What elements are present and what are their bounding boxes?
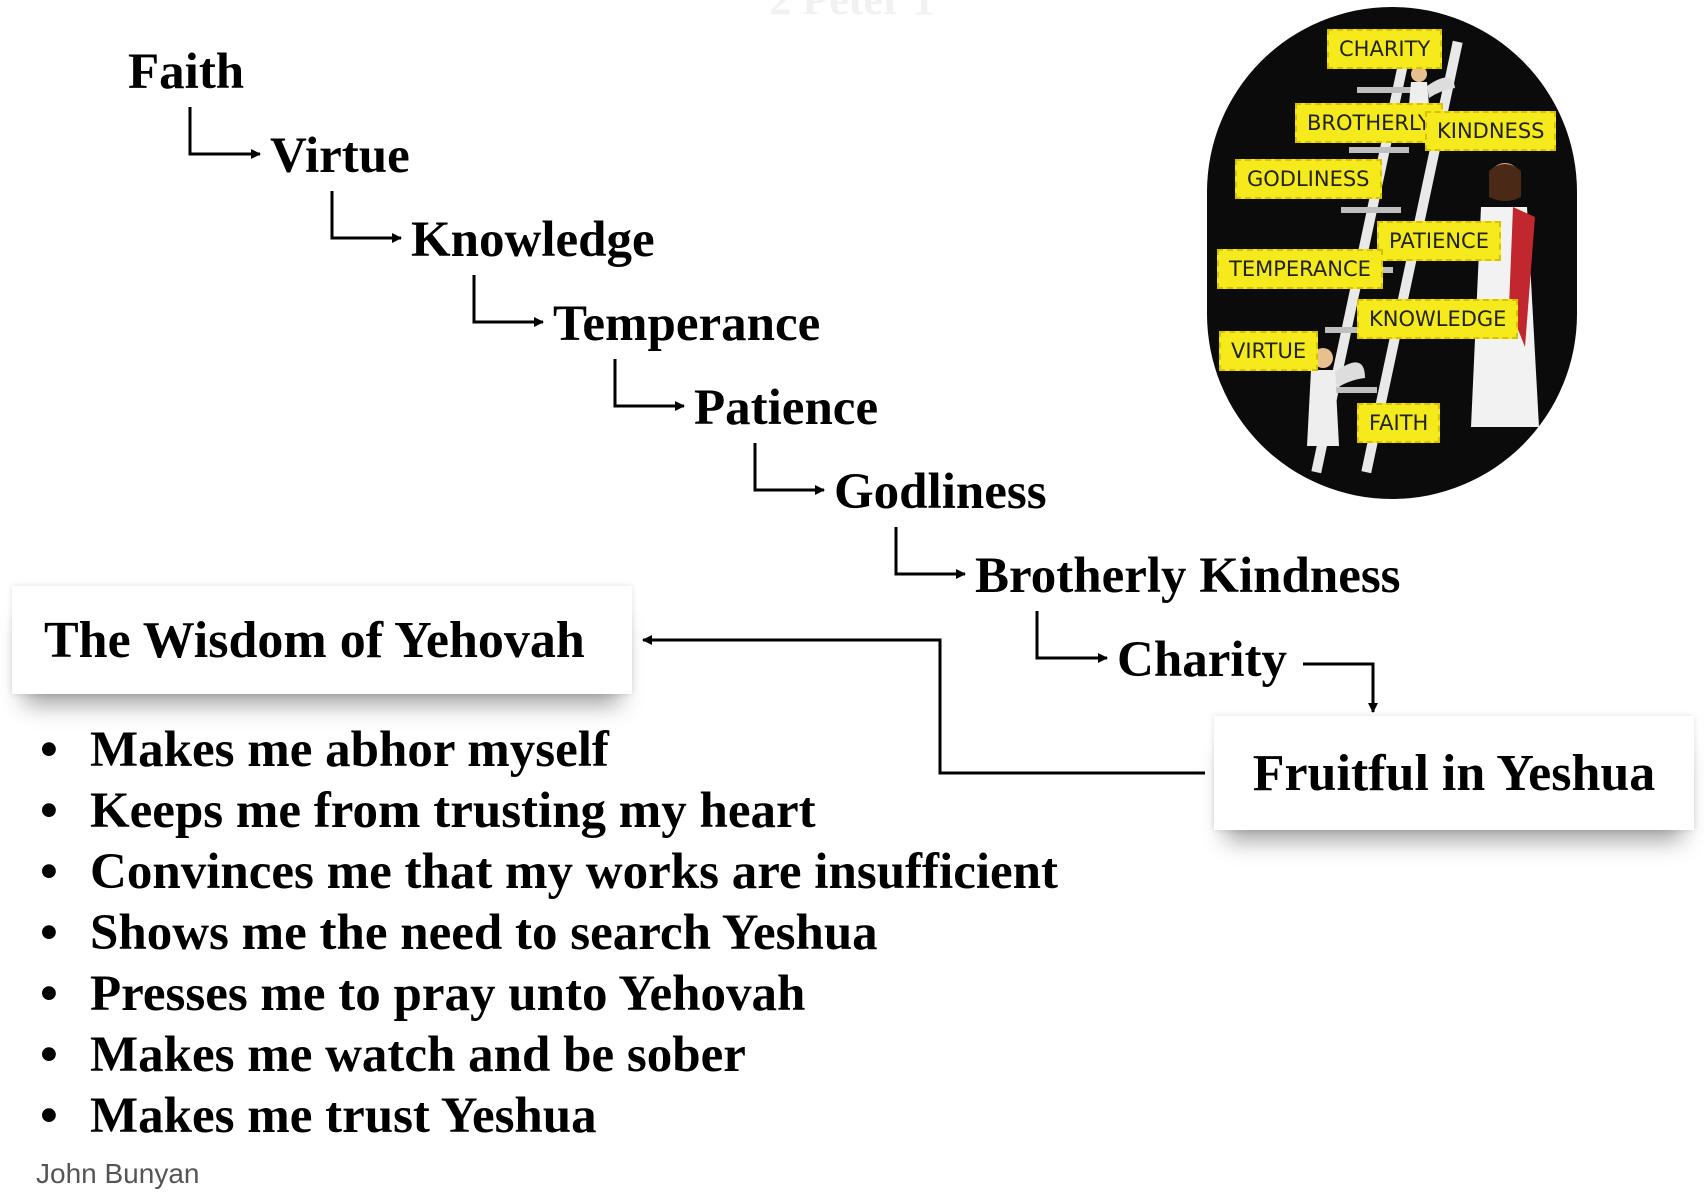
arrow-faith-to-virtue bbox=[188, 107, 261, 159]
sign-faith: FAITH bbox=[1357, 403, 1441, 443]
step-brotherly-kindness: Brotherly Kindness bbox=[975, 548, 1401, 604]
step-temperance: Temperance bbox=[553, 296, 821, 352]
sign-brotherly: BROTHERLY bbox=[1295, 103, 1443, 143]
ladder-rung bbox=[1357, 87, 1417, 93]
list-item: • Shows me the need to search Yeshua bbox=[40, 903, 1058, 964]
step-godliness: Godliness bbox=[834, 464, 1047, 520]
slide-title: 2 Peter 1 bbox=[0, 0, 1704, 25]
attribution: John Bunyan bbox=[36, 1158, 200, 1189]
arrow-fruitful-to-wisdom bbox=[642, 635, 1205, 775]
arrow-temperance-to-patience bbox=[613, 359, 685, 411]
arrow-virtue-to-knowledge bbox=[330, 191, 402, 243]
ladder-illustration: CHARITY BROTHERLY KINDNESS GODLINESS PAT… bbox=[1207, 7, 1577, 499]
robed-figure bbox=[1465, 157, 1543, 437]
ladder-rung bbox=[1341, 207, 1401, 213]
sign-charity: CHARITY bbox=[1327, 29, 1443, 69]
wisdom-box: The Wisdom of Yehovah bbox=[12, 586, 632, 694]
ladder-rung bbox=[1325, 327, 1385, 333]
arrow-godliness-to-brotherly-kindness bbox=[894, 527, 966, 579]
bullet-marker: • bbox=[40, 722, 58, 778]
list-item: • Convinces me that my works are insuffic… bbox=[40, 842, 1058, 903]
sign-virtue: VIRTUE bbox=[1219, 331, 1319, 371]
bullet-marker: • bbox=[40, 1088, 58, 1144]
ladder-rung bbox=[1349, 147, 1409, 153]
bullet-text: Makes me watch and be sober bbox=[90, 1027, 746, 1083]
bullet-text: Convinces me that my works are insuffici… bbox=[90, 844, 1058, 900]
bullet-text: Makes me abhor myself bbox=[90, 722, 609, 778]
bullet-text: Shows me the need to search Yeshua bbox=[90, 905, 878, 961]
bullet-marker: • bbox=[40, 783, 58, 839]
step-faith: Faith bbox=[128, 44, 245, 100]
bullet-text: Keeps me from trusting my heart bbox=[90, 783, 816, 839]
bullet-text: Presses me to pray unto Yehovah bbox=[90, 966, 806, 1022]
list-item: • Makes me watch and be sober bbox=[40, 1025, 1058, 1086]
step-patience: Patience bbox=[694, 380, 879, 436]
list-item: • Keeps me from trusting my heart bbox=[40, 781, 1058, 842]
sign-godliness: GODLINESS bbox=[1235, 159, 1382, 199]
arrow-patience-to-godliness bbox=[753, 443, 825, 495]
bullet-text: Makes me trust Yeshua bbox=[90, 1088, 597, 1144]
step-charity: Charity bbox=[1117, 632, 1287, 688]
bullet-marker: • bbox=[40, 844, 58, 900]
sign-knowledge: KNOWLEDGE bbox=[1357, 299, 1519, 339]
sign-kindness: KINDNESS bbox=[1425, 111, 1557, 151]
list-item: • Makes me trust Yeshua bbox=[40, 1086, 1058, 1147]
wisdom-effects-list: • Makes me abhor myself • Keeps me from tr… bbox=[40, 720, 1058, 1147]
bullet-marker: • bbox=[40, 905, 58, 961]
sign-patience: PATIENCE bbox=[1377, 221, 1501, 261]
fruitful-box: Fruitful in Yeshua bbox=[1214, 716, 1694, 830]
arrow-brotherly-kindness-to-charity bbox=[1035, 611, 1108, 663]
ladder-rung bbox=[1317, 387, 1377, 393]
list-item: • Makes me abhor myself bbox=[40, 720, 1058, 781]
arrow-knowledge-to-temperance bbox=[472, 275, 544, 327]
arrow-charity-to-fruitful bbox=[1303, 662, 1378, 713]
step-knowledge: Knowledge bbox=[411, 212, 655, 268]
bullet-marker: • bbox=[40, 966, 58, 1022]
list-item: • Presses me to pray unto Yehovah bbox=[40, 964, 1058, 1025]
sign-temperance: TEMPERANCE bbox=[1217, 249, 1383, 289]
bullet-marker: • bbox=[40, 1027, 58, 1083]
step-virtue: Virtue bbox=[270, 128, 410, 184]
